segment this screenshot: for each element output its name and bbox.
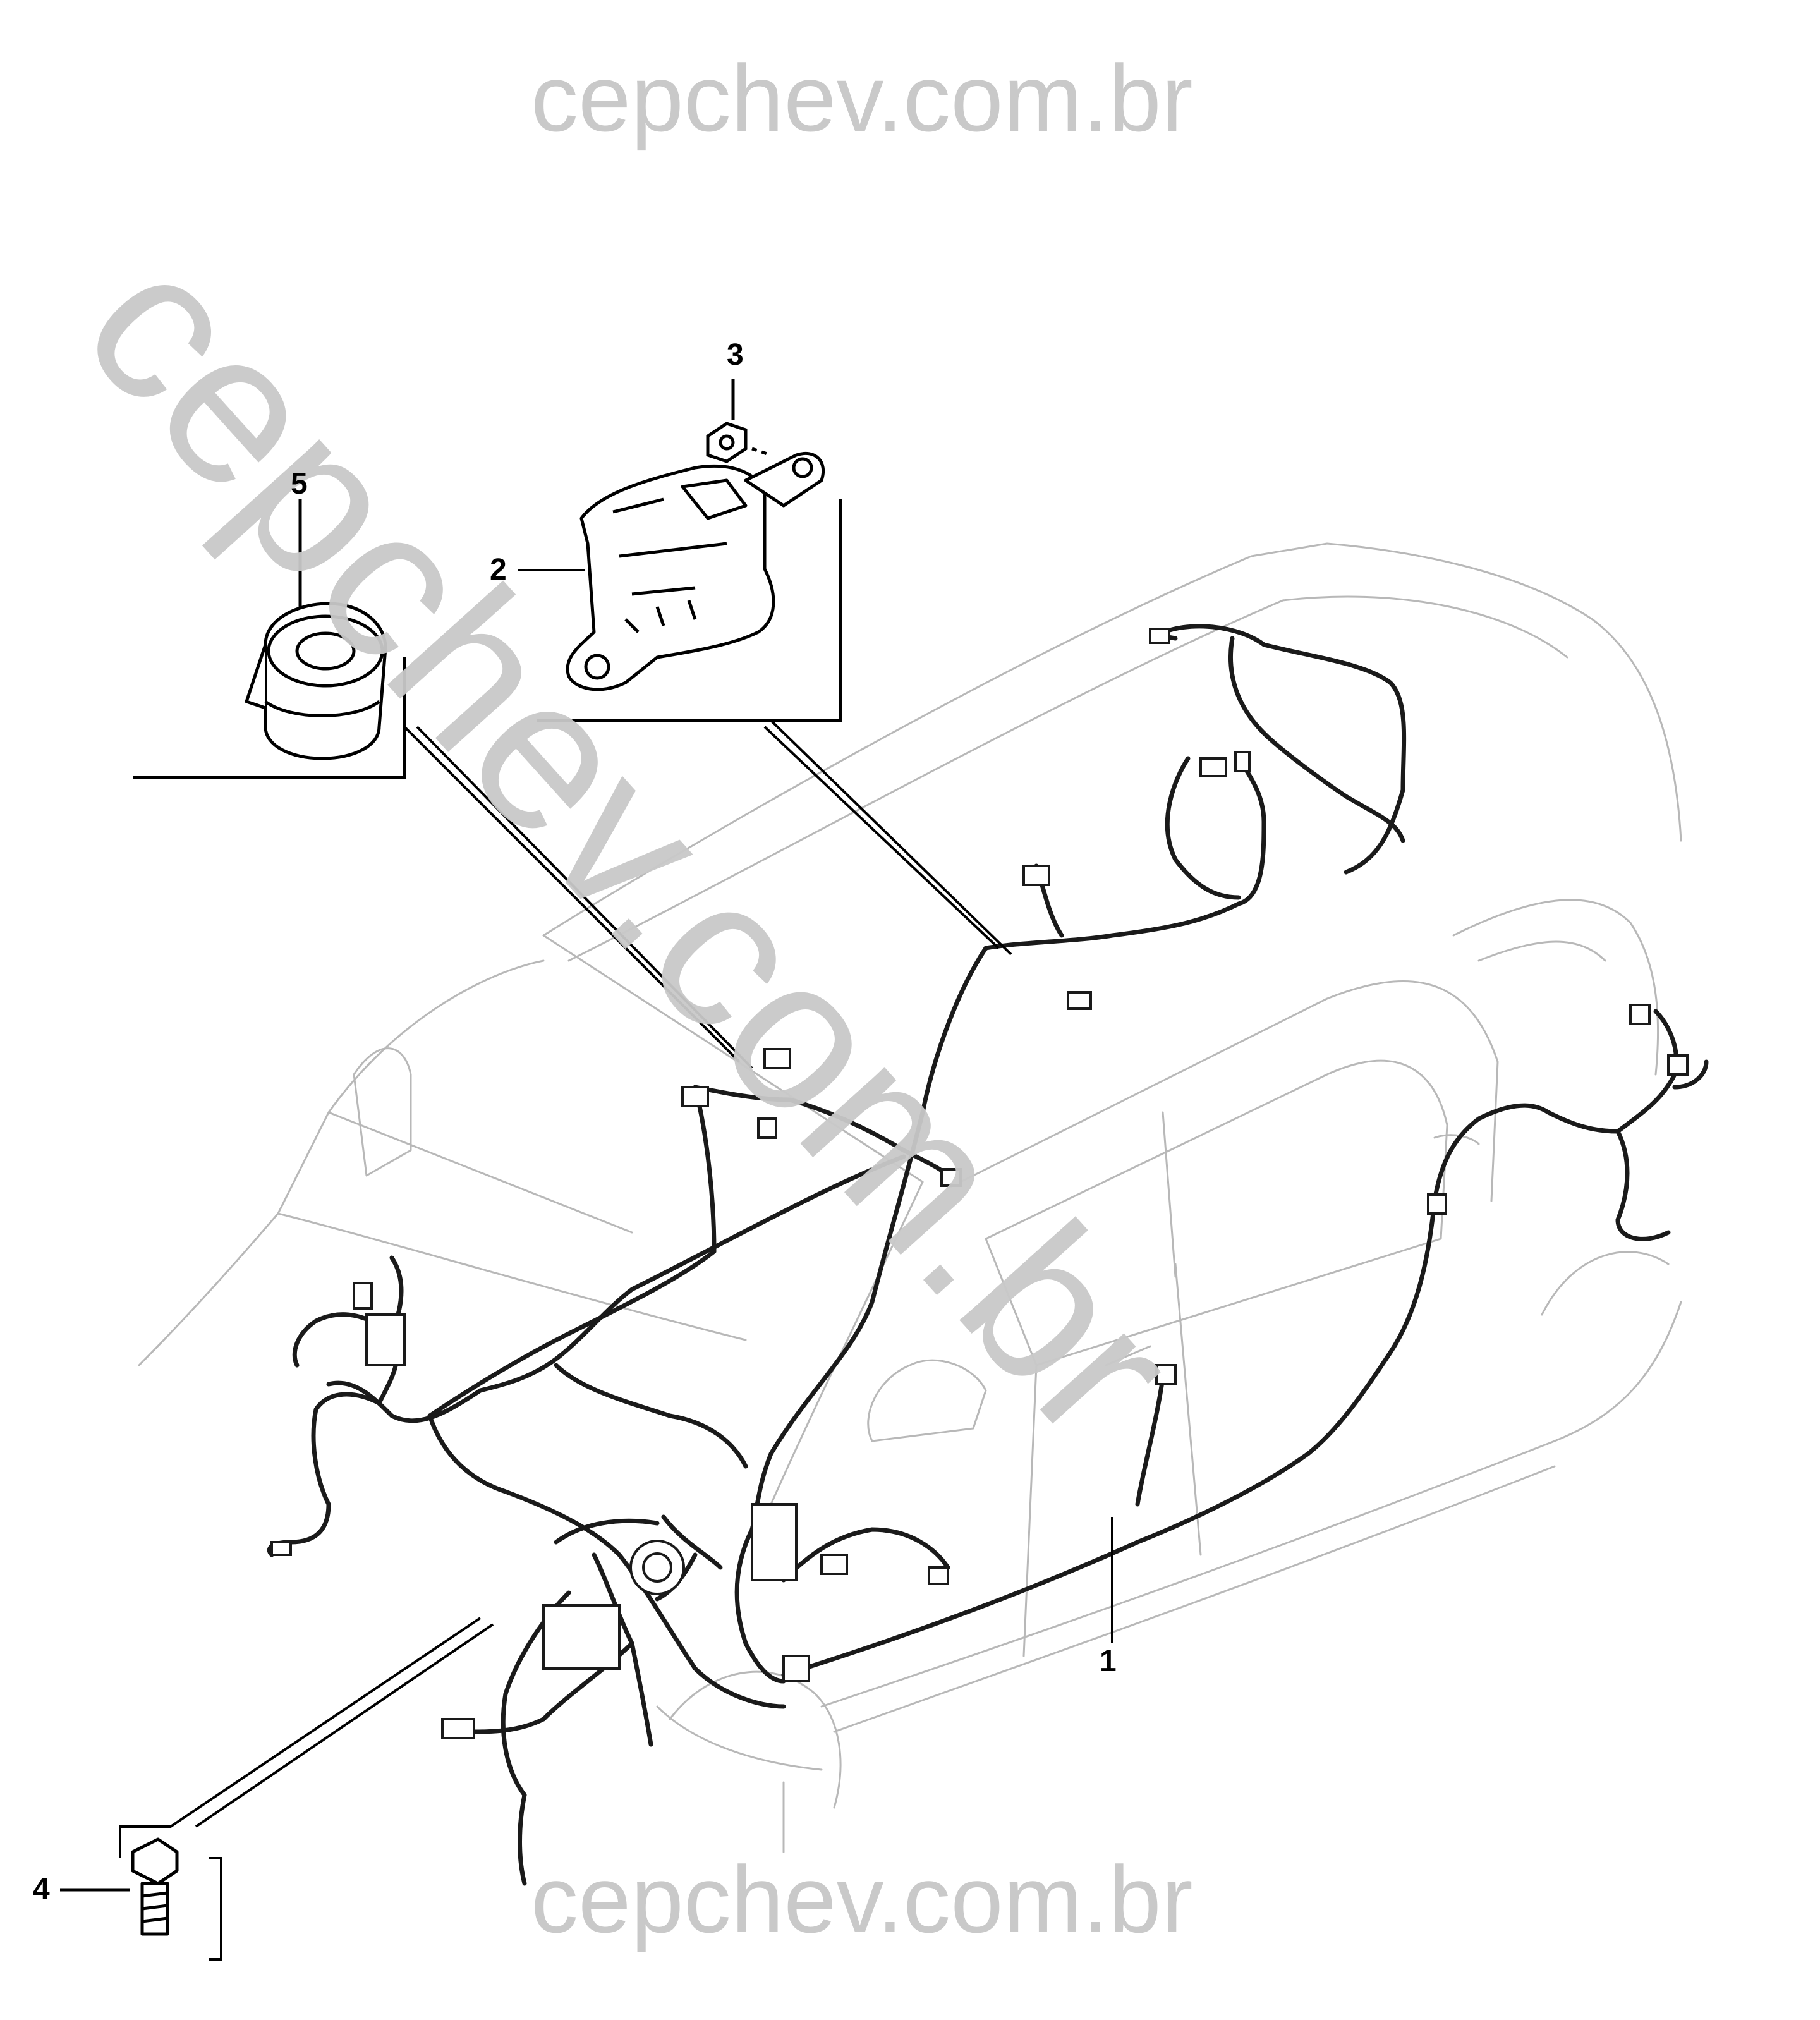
watermark-top: cepchev.com.br <box>531 45 1193 151</box>
callout-leaders <box>518 569 1113 1643</box>
callout-3: 3 <box>727 338 744 372</box>
bracket-part-2 <box>566 451 825 691</box>
main-wiring-harness <box>267 624 1709 1886</box>
watermark-bottom: cepchev.com.br <box>531 1846 1193 1952</box>
clip-part-5 <box>245 499 387 760</box>
harness-connectors <box>270 628 1689 1739</box>
callout-4: 4 <box>33 1873 50 1906</box>
bolt-leader-lines <box>119 1617 494 1961</box>
bracket-leader-lines <box>537 499 1012 956</box>
callout-2: 2 <box>490 553 507 587</box>
clip-leader-lines <box>133 657 753 1069</box>
nut-part-3 <box>706 379 772 463</box>
bolt-part-4 <box>60 1837 179 1936</box>
callout-1: 1 <box>1100 1645 1117 1678</box>
callout-5: 5 <box>291 467 308 501</box>
